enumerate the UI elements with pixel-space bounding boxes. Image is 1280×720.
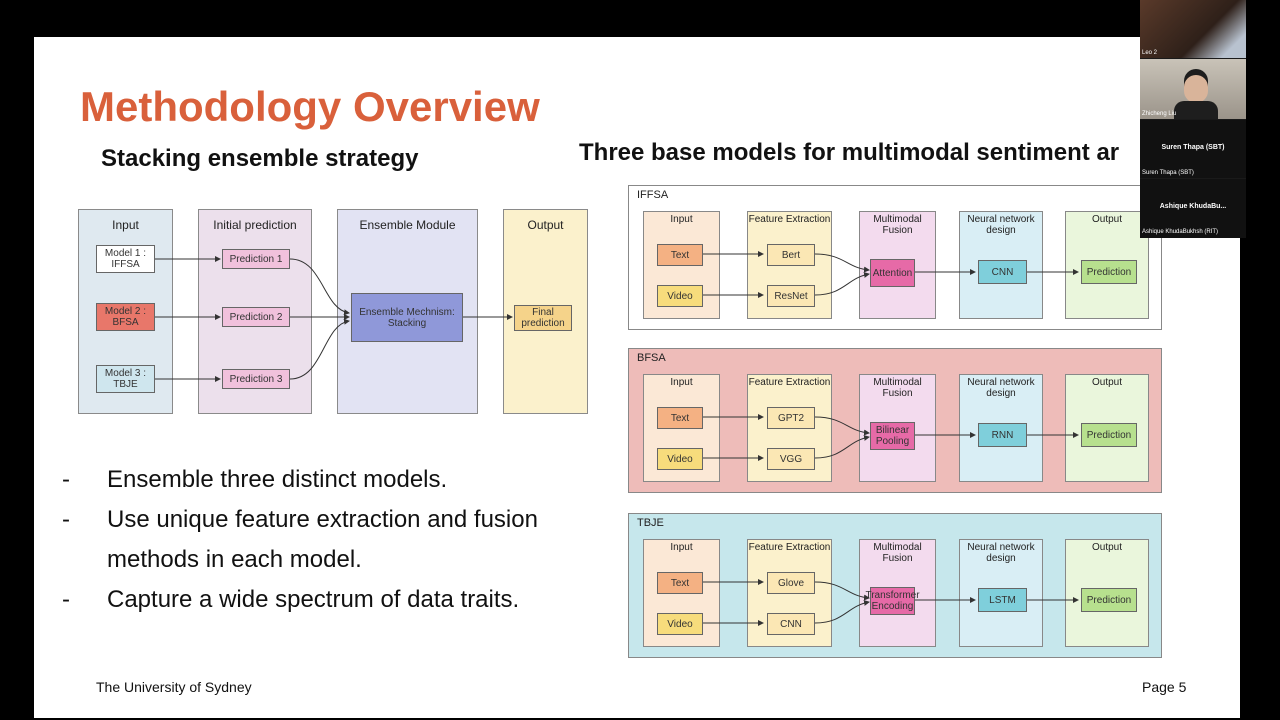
bullet-marker: - [62,586,70,613]
stage-header: Feature Extraction [748,542,831,553]
text-feature-box: Bert [767,244,815,266]
participant-tile[interactable]: Zhicheng Liu [1140,59,1246,119]
bullet-item: - Use unique feature extraction and fusi… [62,500,602,580]
column-header: Ensemble Module [359,218,456,232]
text-input-box: Text [657,244,703,266]
bullet-list: - Ensemble three distinct models. - Use … [62,460,602,620]
prediction-box: Prediction [1081,260,1137,284]
stage-neural-network-column: Neural network design [959,374,1043,482]
stage-header: Output [1091,542,1123,553]
slide-title: Methodology Overview [80,83,540,130]
left-heading: Stacking ensemble strategy [101,145,419,172]
text-feature-box: Glove [767,572,815,594]
stage-header: Input [670,377,693,388]
group-title: BFSA [637,352,666,364]
network-box: RNN [978,423,1027,447]
footer-page-number: Page 5 [1142,679,1187,695]
model-1-box: Model 1 : IFFSA [96,245,155,273]
prediction-box: Prediction [1081,588,1137,612]
bullet-marker: - [62,466,70,493]
slide: Methodology Overview Stacking ensemble s… [34,37,1240,718]
video-feature-box: VGG [767,448,815,470]
base-model-group: TBJE Input Feature Extraction Multimodal F… [628,513,1162,658]
stage-header: Multimodal Fusion [873,542,922,564]
group-body: Input Feature Extraction Multimodal Fusion… [629,186,1163,331]
ensemble-diagram: Input Initial prediction Ensemble Module… [78,209,588,415]
stage-header: Input [670,542,693,553]
participant-label: Zhicheng Liu [1142,111,1177,117]
fusion-box: Attention [870,259,915,287]
participant-body [1174,101,1218,119]
participant-label: Leo 2 [1142,50,1158,56]
stage-header: Multimodal Fusion [873,377,922,399]
participant-tile[interactable]: Leo 2 [1140,0,1246,58]
participant-tile[interactable]: Ashique KhudaBu... Ashique KhudaBukhsh (… [1140,179,1246,238]
group-body: Input Feature Extraction Multimodal Fusion… [629,349,1163,494]
ensemble-arrows [155,256,513,382]
column-header: Initial prediction [213,218,297,232]
bullet-text: Ensemble three distinct models. [107,466,448,493]
stage-header: Input [670,214,693,225]
video-feature-box: ResNet [767,285,815,307]
stage-header: Multimodal Fusion [873,214,922,236]
prediction-1-box: Prediction 1 [222,249,290,269]
stage-header: Output [1091,377,1123,388]
model-3-box: Model 3 : TBJE [96,365,155,393]
group-title: TBJE [637,517,664,529]
video-input-box: Video [657,448,703,470]
bullet-item: - Capture a wide spectrum of data traits… [62,580,602,620]
group-body: Input Feature Extraction Multimodal Fusion… [629,514,1163,659]
base-model-group: BFSA Input Feature Extraction Multimodal F… [628,348,1162,493]
bullet-text: Capture a wide spectrum of data traits. [107,586,520,613]
stage-header: Neural network design [967,542,1035,564]
stage-header: Feature Extraction [748,377,831,388]
fusion-box: Bilinear Pooling [870,422,915,450]
group-title: IFFSA [637,189,669,201]
prediction-3-box: Prediction 3 [222,369,290,389]
participant-avatar [1184,75,1208,103]
participant-label: Ashique KhudaBukhsh (RIT) [1142,229,1219,235]
bullet-text: Use unique feature extraction and fusion… [107,506,538,573]
text-input-box: Text [657,572,703,594]
pipeline-arrows [703,414,1079,461]
prediction-2-box: Prediction 2 [222,307,290,327]
participant-name: Ashique KhudaBu... [1159,203,1227,210]
ensemble-mechanism-box: Ensemble Mechnism: Stacking [351,293,463,342]
text-feature-box: GPT2 [767,407,815,429]
video-input-box: Video [657,613,703,635]
stage-header: Output [1091,214,1123,225]
network-box: CNN [978,260,1027,284]
pipeline-arrows [703,251,1079,298]
model-2-box: Model 2 : BFSA [96,303,155,331]
fusion-box: Transformer Encoding [865,587,920,615]
final-prediction-box: Final prediction [514,305,572,331]
stage-header: Feature Extraction [748,214,831,225]
column-header: Output [527,218,564,232]
participant-name: Suren Thapa (SBT) [1161,144,1225,151]
footer-university: The University of Sydney [96,679,252,695]
participant-tile[interactable]: Suren Thapa (SBT) Suren Thapa (SBT) [1140,120,1246,178]
right-heading: Three base models for multimodal sentime… [579,139,1120,166]
base-model-group: IFFSA Input Feature Extraction Multimodal … [628,185,1162,330]
right-black-bar [1246,0,1280,720]
text-input-box: Text [657,407,703,429]
video-feature-box: CNN [767,613,815,635]
video-participants-panel: Leo 2 Zhicheng Liu Suren Thapa (SBT) Sur… [1140,0,1246,238]
stage-header: Neural network design [967,214,1035,236]
bullet-item: - Ensemble three distinct models. [62,460,602,500]
participant-label: Suren Thapa (SBT) [1142,170,1194,176]
network-box: LSTM [978,588,1027,612]
pipeline-arrows [703,579,1079,626]
video-input-box: Video [657,285,703,307]
prediction-box: Prediction [1081,423,1137,447]
column-header: Input [112,218,139,232]
bullet-marker: - [62,506,70,533]
stage-header: Neural network design [967,377,1035,399]
